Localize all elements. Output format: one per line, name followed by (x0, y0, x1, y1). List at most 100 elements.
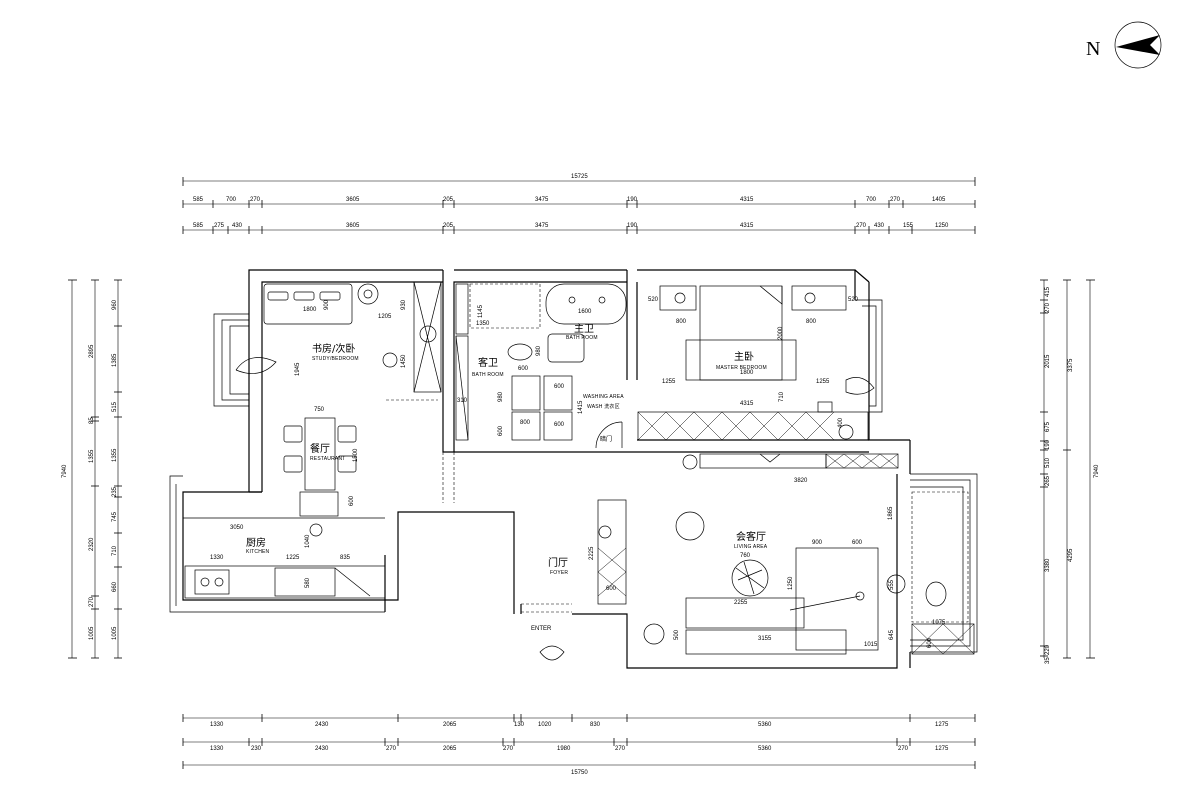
living-dim-2225: 2225 (589, 546, 595, 560)
dim-top-r1-7: 4315 (740, 197, 754, 203)
study-sofa-depth: 900 (324, 299, 330, 310)
bottom-dimensions: 1330 2430 2065 130 1020 830 5360 1275 13… (182, 714, 976, 776)
dim-top-r1-9: 270 (890, 197, 901, 203)
dim-bot-r1-6: 5360 (758, 722, 772, 728)
shower-area (469, 283, 541, 329)
corridor: 3820 (682, 453, 899, 484)
guest-dim-600a: 600 (518, 366, 529, 372)
kitchen-counter (184, 565, 386, 599)
dim-top-r1-5: 3475 (535, 197, 549, 203)
dim-left-c2-8: 1005 (112, 626, 118, 640)
washing-area-mixed: WASH 洗衣区 (587, 403, 620, 410)
dining-table (304, 417, 336, 491)
dim-bot-r1-7: 1275 (935, 722, 949, 728)
dim-right-total: 7940 (1094, 464, 1100, 478)
dim-top-r2-8: 270 (856, 223, 867, 229)
dim-top-r1-6: 190 (627, 197, 638, 203)
dining-dim-750: 750 (314, 407, 325, 413)
dim-top-r1-8: 700 (866, 197, 877, 203)
foyer-cn: 门厅 (548, 556, 568, 569)
guest-toilet (507, 343, 533, 361)
dim-left-c1-3: 2320 (89, 537, 95, 551)
washing-area-en: WASHING AREA (583, 394, 624, 400)
dim-right-c2-1: 270 (1045, 302, 1051, 313)
study-room: 1800 900 1205 930 1450 1945 书房/次卧 STUDY/… (235, 281, 442, 401)
dim-top-r2-3: 3605 (346, 223, 360, 229)
dim-top-r2-6: 190 (627, 223, 638, 229)
rug-icon (731, 559, 769, 597)
dim-right-c1-1: 4295 (1068, 548, 1074, 562)
master-bedroom: 520 520 800 800 2000 1255 1800 1255 4315… (637, 285, 875, 441)
balcony-dim-600: 600 (927, 637, 933, 648)
dim-top-r1-0: 585 (193, 197, 204, 203)
master-bath-cn: 主卫 (574, 323, 594, 335)
dim-top-r2-5: 3475 (535, 223, 549, 229)
guest-dim-600d: 600 (554, 422, 565, 428)
dim-left-c2-0: 960 (112, 299, 118, 310)
guest-dim-800: 800 (520, 420, 531, 426)
dim-bot-r2-7: 270 (615, 746, 626, 752)
dim-bot-r2-0: 1330 (210, 746, 224, 752)
dining-room-cn: 餐厅 (310, 442, 330, 455)
person-icon (235, 357, 277, 374)
washer-1 (511, 411, 541, 441)
dining-dim-1500: 1500 (353, 448, 359, 462)
guest-dim-1415: 1415 (578, 400, 584, 414)
dim-right-c2-0: 415 (1045, 286, 1051, 297)
dim-left-c2-7: 660 (112, 581, 118, 592)
dim-left-c1-5: 1005 (89, 626, 95, 640)
dim-bot-r1-5: 830 (590, 722, 601, 728)
top-dimensions: 15725 585 700 270 3605 205 3475 190 4315… (182, 174, 976, 234)
dim-right-c1-0: 3375 (1068, 358, 1074, 372)
master-dim-1800: 1800 (740, 370, 754, 376)
hidden-door-label: 暗门 (600, 435, 612, 443)
guest-dim-980: 980 (498, 391, 504, 402)
stove-icon (200, 577, 210, 587)
dim-top-r1-1: 700 (226, 197, 237, 203)
armchair-icon (675, 511, 705, 541)
living-dim-900: 900 (812, 540, 823, 546)
master-dim-800a: 800 (676, 319, 687, 325)
north-circle (1114, 21, 1162, 69)
bathtub (545, 283, 627, 325)
master-dim-1255a: 1255 (662, 379, 676, 385)
dim-top-total: 15725 (571, 174, 588, 180)
dim-top-r2-7: 4315 (740, 223, 754, 229)
dim-bot-r1-0: 1330 (210, 722, 224, 728)
dim-left-c1-1: 85 (89, 417, 95, 424)
dim-right-c2-9: 35 (1045, 657, 1051, 664)
lamp-icon-right (804, 292, 816, 304)
dim-bot-r2-4: 2065 (443, 746, 457, 752)
dim-top-r1-10: 1405 (932, 197, 946, 203)
study-dim-1205: 1205 (378, 314, 392, 320)
study-wardrobe (413, 281, 442, 393)
dim-bot-r2-2: 2430 (315, 746, 329, 752)
master-bedroom-cn: 主卧 (734, 350, 754, 363)
dim-top-r1-4: 205 (443, 197, 454, 203)
kitchen-dim-3050: 3050 (230, 525, 244, 531)
dining-room-en: RESTAURANT (310, 456, 346, 462)
master-dim-4315: 4315 (740, 401, 754, 407)
dim-right-c2-2: 2015 (1045, 354, 1051, 368)
study-sofa-dim: 1800 (303, 307, 317, 313)
kitchen-island (299, 491, 339, 517)
living-dim-600b: 600 (852, 540, 863, 546)
kitchen-sink (274, 567, 336, 597)
living-dim-555: 555 (889, 579, 895, 590)
master-dim-1255b: 1255 (816, 379, 830, 385)
study-dim-930: 930 (401, 299, 407, 310)
living-dim-3155: 3155 (758, 636, 772, 642)
bin-icon (817, 401, 833, 413)
balcony: 1075 600 (911, 491, 975, 655)
plant-icon-2 (419, 325, 437, 343)
north-arrow-icon (1116, 35, 1160, 55)
dim-left-c1-4: 270 (89, 596, 95, 607)
dim-left-c1-0: 2895 (89, 344, 95, 358)
dim-bot-r2-10: 1275 (935, 746, 949, 752)
kitchen-dim-1040: 1040 (305, 534, 311, 548)
kitchen-dim-1330: 1330 (210, 555, 224, 561)
plant-icon-master (838, 424, 854, 440)
washbasin-2 (543, 375, 573, 411)
kitchen-room-en: KITCHEN (246, 549, 270, 555)
dim-top-r2-10: 155 (903, 223, 914, 229)
